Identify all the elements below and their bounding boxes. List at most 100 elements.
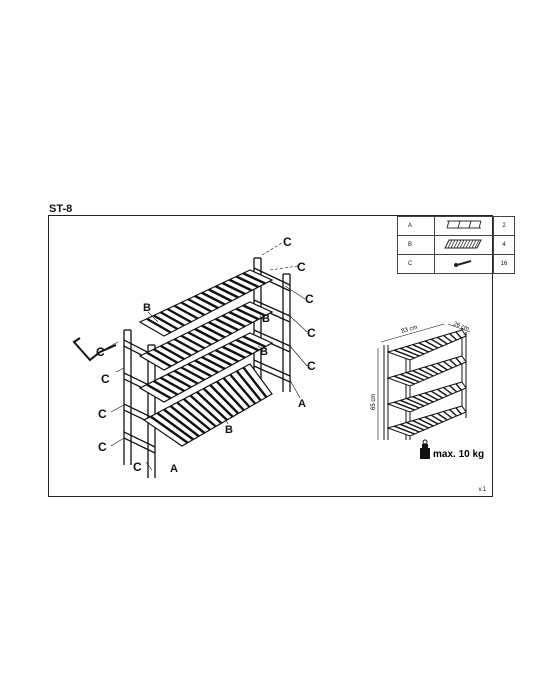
mini-shelf-slat — [436, 388, 448, 397]
mini-shelf-slat — [406, 371, 425, 381]
mini-shelf-slat — [455, 407, 462, 415]
dimensioned-view — [383, 328, 467, 440]
shelf-slat — [160, 344, 185, 361]
shelves — [138, 269, 274, 447]
hex-key-icon — [72, 337, 117, 362]
mini-shelf-slat — [443, 360, 453, 369]
mini-shelf-slat — [424, 366, 439, 375]
screw-icon — [454, 260, 472, 267]
shelf-slat — [173, 338, 199, 353]
shelf-slat — [194, 359, 219, 374]
mini-shelf-slat — [393, 375, 415, 385]
shelf-slat — [228, 342, 253, 356]
dimension-width: 83 cm — [401, 325, 418, 335]
callout-c: C — [283, 235, 292, 249]
shelf-slat — [229, 373, 257, 405]
shelf-slat — [235, 370, 262, 402]
shelf-slat — [169, 405, 206, 434]
mini-shelf-slat — [430, 414, 444, 423]
shelf-slat — [201, 291, 226, 306]
shelf-slat — [166, 307, 192, 324]
mini-shelf-slat — [418, 394, 434, 403]
callout-b: B — [225, 424, 233, 436]
mini-shelf-slat — [455, 383, 462, 391]
mini-shelf-slat — [424, 416, 439, 425]
shelf-slat — [222, 377, 251, 408]
shelf-slat — [235, 275, 260, 289]
mini-shelf-slat — [393, 349, 415, 359]
mini-shelf-slat — [455, 357, 462, 365]
shelf-slat — [242, 272, 266, 285]
shelf-slat — [202, 387, 234, 418]
mini-shelf-slat — [393, 401, 415, 411]
part-picture — [434, 216, 494, 236]
part-qty: 16 — [493, 254, 515, 274]
shelf-slat — [196, 391, 228, 421]
mini-shelf-slat — [455, 331, 462, 339]
shelf-slat — [242, 366, 268, 398]
slatted-shelf-icon — [444, 239, 482, 249]
dimension-depth: 26 cm — [452, 321, 469, 332]
shelf-slat — [187, 331, 212, 346]
mini-shelf-slat — [412, 344, 429, 353]
instruction-frame: v.1 — [48, 215, 493, 497]
shelf-slat — [189, 394, 223, 425]
shelf-slat — [180, 301, 206, 317]
callout-c: C — [133, 460, 142, 474]
mini-shelf-slat — [406, 421, 425, 431]
shelf-slat — [160, 311, 185, 327]
mini-shelf-slat — [430, 338, 444, 347]
shelf-slat — [176, 401, 211, 431]
shelf-slat — [156, 412, 194, 441]
weight-icon — [420, 439, 430, 459]
mini-shelf-slat — [400, 399, 420, 409]
shelf-slat — [194, 327, 219, 343]
shelf-slat — [221, 345, 246, 359]
mini-shelf-slat — [400, 423, 420, 433]
ladder-frame-icon — [446, 220, 482, 229]
callout-b: B — [260, 346, 268, 358]
mini-shelf-slat — [449, 409, 458, 417]
shelf-slat — [221, 281, 246, 296]
shelf-slat — [228, 311, 253, 324]
callout-c: C — [98, 407, 107, 421]
parts-row-a: A 2 — [397, 216, 515, 236]
parts-row-c: C 16 — [397, 254, 515, 274]
callout-c: C — [307, 359, 316, 373]
mini-shelf-slat — [430, 364, 444, 373]
mini-shelf-slat — [406, 397, 425, 407]
mini-shelf-slat — [449, 333, 458, 341]
mini-shelf-slat — [406, 345, 425, 355]
mini-shelf-slat — [449, 359, 458, 367]
shelf-slat — [215, 349, 239, 363]
callout-b: B — [143, 302, 151, 314]
mini-shelf-slat — [430, 390, 444, 399]
shelf-slat — [187, 298, 212, 313]
callout-c: C — [96, 345, 105, 359]
shelf-slat — [215, 285, 239, 299]
shelf-slat — [242, 304, 266, 317]
mini-shelf-slat — [443, 334, 453, 343]
shelf-slat — [216, 380, 245, 412]
mini-shelf-slat — [424, 340, 439, 349]
shelf-slat — [221, 314, 246, 328]
shelf-slat — [149, 415, 189, 444]
mini-shelf-slat — [400, 347, 420, 357]
shelf-slat — [153, 348, 179, 364]
mini-shelf-slat — [412, 396, 429, 405]
mini-shelf-slat — [393, 425, 415, 435]
shelf-slat — [235, 307, 260, 321]
shelf-slat — [166, 373, 192, 389]
shelf-slat — [180, 334, 206, 350]
shelf-slat — [182, 398, 217, 428]
shelf-slat — [209, 384, 240, 415]
mini-shelf-slat — [418, 342, 434, 351]
shelf-slat — [146, 317, 172, 334]
shelf-slat — [163, 408, 200, 438]
shelf-slat — [208, 321, 233, 335]
mini-shelf-slat — [436, 412, 448, 421]
callout-c: C — [307, 326, 316, 340]
mini-shelf-slat — [443, 386, 453, 395]
shelf-slat — [201, 324, 226, 339]
mini-shelf-slat — [400, 373, 420, 383]
